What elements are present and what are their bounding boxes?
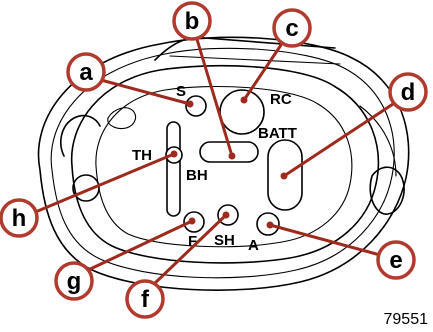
callout-c-letter: c	[285, 15, 298, 42]
callout-g-letter: g	[67, 268, 82, 295]
pin-a: A	[248, 212, 280, 254]
pin-rc-label: RC	[270, 91, 292, 108]
callout-e-letter: e	[389, 247, 402, 274]
callout-f-letter: f	[141, 286, 150, 313]
callout-e: e	[376, 240, 416, 280]
pin-s-label: S	[176, 83, 186, 100]
callout-h: h	[0, 198, 39, 238]
pin-rc: RC	[219, 89, 292, 135]
callout-g: g	[54, 261, 94, 301]
callout-b: b	[172, 1, 212, 41]
pin-batt: BATT	[258, 125, 303, 211]
callout-d-letter: d	[401, 79, 416, 106]
pin-s: S	[176, 83, 207, 117]
pin-bh: BH	[186, 141, 259, 184]
connector-housing	[37, 36, 410, 291]
pin-th-label: TH	[132, 147, 152, 164]
callout-leaders	[31, 34, 395, 286]
callout-b-letter: b	[185, 8, 200, 35]
callout-f: f	[125, 279, 165, 319]
pin-bh-label: BH	[186, 167, 208, 184]
callout-c: c	[272, 8, 312, 48]
callout-d: d	[388, 72, 428, 112]
figure-number: 79551	[384, 311, 429, 328]
callout-a-letter: a	[79, 59, 93, 86]
pin-f-label: F	[188, 233, 197, 250]
pin-a-label: A	[248, 237, 259, 254]
pin-sh-label: SH	[214, 232, 235, 249]
callout-a: a	[66, 52, 106, 92]
callout-h-letter: h	[12, 205, 27, 232]
pin-batt-label: BATT	[258, 125, 297, 142]
pin-th: TH	[132, 121, 183, 217]
